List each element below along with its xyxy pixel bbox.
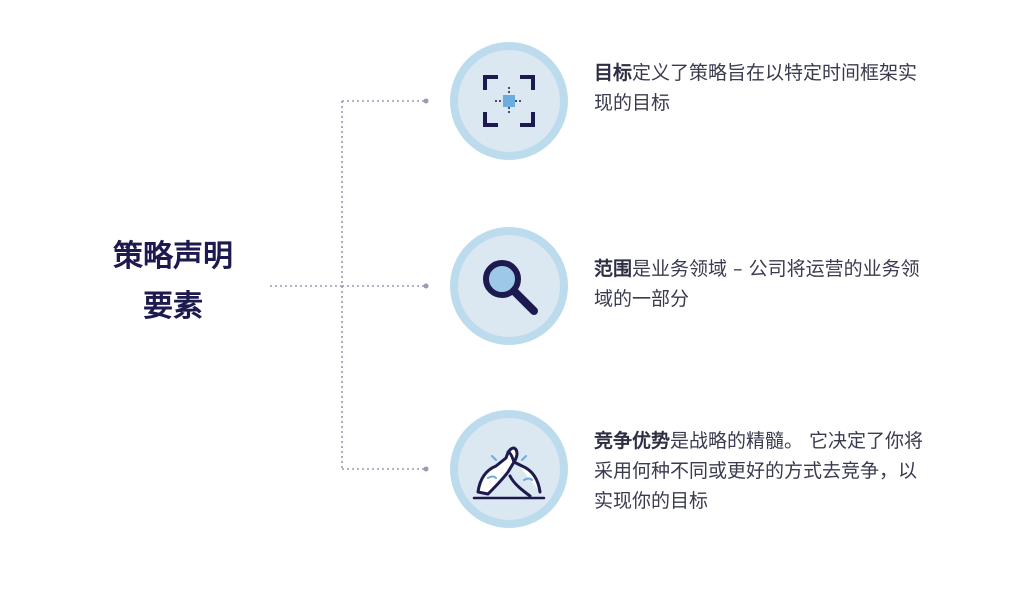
- focus-frame-icon: [483, 75, 535, 127]
- title-line-2: 要素: [143, 289, 203, 324]
- arm-wrestling-icon: [472, 446, 546, 500]
- title-line-1: 策略声明: [113, 239, 233, 274]
- objective-term: 目标: [594, 62, 633, 84]
- scope-term: 范围: [594, 258, 633, 280]
- page-title: 策略声明 要素: [78, 232, 268, 332]
- objective-text: 定义了策略旨在以特定时间框架实现的目标: [594, 62, 918, 114]
- scope-text: 是业务领域 – 公司将运营的业务领域的一部分: [594, 258, 920, 310]
- advantage-term: 竞争优势: [594, 430, 671, 452]
- magnifier-icon: [483, 260, 538, 315]
- connector-dot: [423, 98, 429, 104]
- advantage-icon-circle: [450, 410, 568, 528]
- advantage-description: 竞争优势是战略的精髓。 它决定了你将采用何种不同或更好的方式去竞争，以实现你的目…: [594, 426, 934, 516]
- advantage-text: 是战略的精髓。 它决定了你将采用何种不同或更好的方式去竞争，以实现你的目标: [594, 430, 924, 512]
- objective-description: 目标定义了策略旨在以特定时间框架实现的目标: [594, 58, 934, 118]
- connector-dot: [423, 283, 429, 289]
- objective-icon-circle: [450, 42, 568, 160]
- scope-icon-circle: [450, 227, 568, 345]
- connector-dot: [423, 466, 429, 472]
- scope-description: 范围是业务领域 – 公司将运营的业务领域的一部分: [594, 254, 934, 314]
